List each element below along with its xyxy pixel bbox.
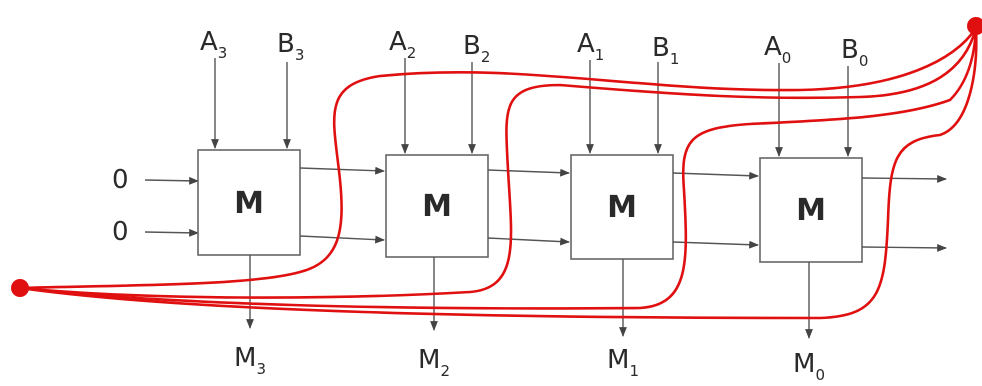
m1-label: M1 (607, 345, 639, 380)
cell-3: M A3 B3 M3 (197, 27, 304, 378)
input-zero-top: 0 (112, 165, 129, 195)
m-box-3 (197, 149, 301, 256)
m-box-label-2: M (422, 189, 452, 224)
cell-0: M A0 B0 M0 (759, 32, 868, 384)
b2-label: B2 (463, 31, 490, 66)
input-top-arrow (144, 176, 199, 185)
m3-label: M3 (234, 343, 266, 378)
m0-label: M0 (793, 349, 825, 384)
chain-top-3-2 (299, 166, 385, 175)
red-endpoint-left (11, 279, 29, 297)
a0-label: A0 (764, 32, 791, 67)
output-top-arrow (861, 174, 947, 183)
m-box-label-3: M (234, 186, 264, 221)
chain-bottom-2-1 (487, 237, 570, 246)
b3-label: B3 (277, 29, 304, 64)
m-box-label-0: M (796, 193, 826, 228)
red-overlay (11, 17, 982, 320)
a1-label: A1 (577, 29, 604, 64)
b0-label: B0 (841, 35, 868, 70)
chain-bottom-3-2 (299, 235, 385, 244)
input-zero-bottom: 0 (112, 217, 129, 247)
chain-top-1-0 (672, 171, 759, 180)
chain-top-2-1 (487, 168, 570, 177)
m-box-0 (759, 157, 863, 263)
cell-1: M A1 B1 M1 (570, 29, 679, 380)
cell-2: M A2 B2 M2 (385, 27, 490, 380)
red-curve-1 (18, 26, 978, 290)
m2-label: M2 (418, 345, 450, 380)
a3-label: A3 (200, 27, 227, 62)
red-curve-4 (18, 26, 978, 320)
chain-bottom-1-0 (672, 240, 759, 249)
output-bottom-arrow (861, 243, 947, 252)
input-bottom-arrow (144, 228, 199, 237)
b1-label: B1 (652, 33, 679, 68)
m-box-label-1: M (607, 190, 637, 225)
m-box-1 (570, 154, 674, 260)
red-curve-3 (18, 26, 978, 310)
red-curve-2 (18, 26, 978, 299)
m-box-2 (385, 154, 489, 258)
a2-label: A2 (389, 27, 416, 62)
red-endpoint-right (967, 17, 982, 35)
